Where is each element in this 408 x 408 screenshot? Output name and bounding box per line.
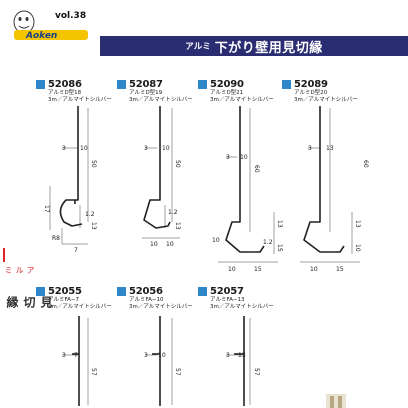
dim-label: 13 <box>90 222 97 230</box>
dim-label: 60 <box>253 165 260 173</box>
dim-label: 10 <box>80 145 88 152</box>
title-prefix: アルミ <box>185 42 211 52</box>
dim-label: 10 <box>150 241 158 248</box>
sidebar-label-small: アルミ <box>4 266 35 275</box>
dim-label: 13 <box>238 352 246 359</box>
volume-label: vol.38 <box>55 11 87 21</box>
dim-label: 10 <box>310 266 318 273</box>
dim-label: 10 <box>158 352 166 359</box>
dim-label: 3 <box>308 145 312 152</box>
page-title: 下がり壁用見切縁 <box>214 40 323 56</box>
dim-label: 10 <box>354 244 361 252</box>
product-code-52087: 52087 <box>117 78 163 90</box>
product-code-52090: 52090 <box>198 78 244 90</box>
dim-label: 10 <box>228 266 236 273</box>
dim-label: 3 <box>62 145 66 152</box>
dim-label: R8 <box>52 235 60 242</box>
dim-label: 3 <box>144 352 148 359</box>
dim-label: 50 <box>174 160 181 168</box>
blue-square-marker <box>117 286 126 296</box>
product-code-52056: 52056 <box>117 285 163 297</box>
dim-label: 10 <box>212 237 220 244</box>
aoken-logo: Aoken <box>13 10 88 41</box>
blue-square-marker <box>282 79 291 89</box>
logo-wordmark: Aoken <box>25 31 57 41</box>
dim-label: 57 <box>253 368 260 376</box>
product-code-52057: 52057 <box>198 285 244 297</box>
blue-square-marker <box>198 79 207 89</box>
dim-label: 13 <box>354 220 361 228</box>
product-code-52086: 52086 <box>36 78 82 90</box>
blue-square-marker <box>36 79 45 89</box>
dim-label: 1.2 <box>263 239 273 246</box>
dim-label: 17 <box>43 205 50 213</box>
dim-label: 15 <box>276 244 283 252</box>
dim-label: 13 <box>174 222 181 230</box>
blue-square-marker <box>198 286 207 296</box>
dim-label: 1.2 <box>85 211 95 218</box>
product-code-52055: 52055 <box>36 285 82 297</box>
dim-label: 3 <box>144 145 148 152</box>
dim-label: 10 <box>162 145 170 152</box>
dim-label: 3 <box>226 352 230 359</box>
dim-label: 10 <box>166 241 174 248</box>
dim-label: 1.2 <box>168 209 178 216</box>
dim-label: 7 <box>74 247 78 254</box>
sidebar-label-big: 見切縁 <box>5 296 53 309</box>
dim-label: 57 <box>174 368 181 376</box>
profile-52087 <box>143 106 171 229</box>
profile-52089 <box>303 106 345 253</box>
dim-label: 15 <box>254 266 262 273</box>
blue-square-marker <box>117 79 126 89</box>
blue-square-marker <box>36 286 45 296</box>
profile-52090 <box>225 106 265 253</box>
section-title-banner: アルミ 下がり壁用見切縁 <box>100 36 408 56</box>
dim-label: 57 <box>90 368 97 376</box>
dim-label: 15 <box>336 266 344 273</box>
sample-photo-thumbnail <box>326 394 346 408</box>
product-code-52089: 52089 <box>282 78 328 90</box>
dim-label: 3 <box>226 154 230 161</box>
dim-label: 7 <box>74 352 78 359</box>
dim-label: 13 <box>326 145 334 152</box>
dim-label: 13 <box>276 220 283 228</box>
dim-label: 50 <box>90 160 97 168</box>
dim-label: 10 <box>240 154 248 161</box>
dim-label: 3 <box>62 352 66 359</box>
sidebar-red-bar <box>3 248 5 262</box>
profile-52086 <box>59 106 83 227</box>
dim-label: 60 <box>362 160 369 168</box>
